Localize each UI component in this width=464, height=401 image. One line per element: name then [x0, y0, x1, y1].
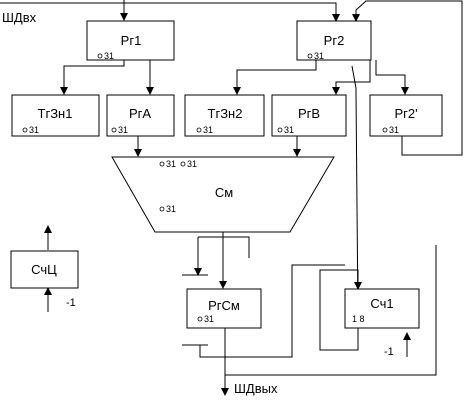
bus-out-label: ШДвых: [234, 381, 278, 396]
rg2-label: Рг2: [324, 33, 345, 48]
block-counter-c: СчЦ -1: [10, 250, 79, 309]
rgb-pin: 31: [284, 125, 294, 135]
block-tgzn2: ТгЗн2 31: [184, 94, 265, 137]
rgsm-pin: 31: [204, 314, 214, 324]
block-counter1: Сч1 1 8 -1: [344, 288, 420, 358]
tgzn2-pin: 31: [203, 125, 213, 135]
bus-in-label: ШДвх: [2, 10, 37, 25]
block-rgb: РгВ 31: [271, 94, 347, 137]
adder-label: См: [215, 185, 233, 200]
counter-c-input: -1: [66, 297, 76, 309]
adder-pin-b: 31: [187, 159, 197, 169]
counter1-pin: 1 8: [352, 314, 365, 324]
rga-label: РгА: [129, 106, 151, 121]
rg1-label: Рг1: [121, 33, 142, 48]
rg2-pin: 31: [314, 51, 324, 61]
block-rg1: Рг1 31: [86, 20, 175, 61]
adder-pin-c: 31: [166, 204, 176, 214]
block-adder: См 31 31 31: [111, 156, 335, 233]
rg2-prime-label: Рг2': [394, 106, 417, 121]
rga-pin: 31: [118, 125, 128, 135]
block-rga: РгА 31: [106, 94, 175, 137]
rg1-pin: 31: [104, 51, 114, 61]
tgzn1-label: ТгЗн1: [38, 106, 73, 121]
tgzn1-pin: 31: [29, 125, 39, 135]
rg2-prime-pin: 31: [389, 125, 399, 135]
block-rg2: Рг2 31: [296, 20, 372, 61]
counter1-input: -1: [384, 346, 394, 358]
block-rg2-prime: Рг2' 31: [369, 94, 443, 137]
rgb-label: РгВ: [298, 106, 320, 121]
block-tgzn1: ТгЗн1 31: [11, 94, 100, 137]
tgzn2-label: ТгЗн2: [208, 106, 243, 121]
adder-pin-a: 31: [166, 159, 176, 169]
block-rgsm: РгСм 31: [186, 288, 262, 329]
counter-c-label: СчЦ: [31, 262, 57, 277]
rgsm-label: РгСм: [208, 298, 240, 313]
counter1-label: Сч1: [370, 296, 393, 311]
